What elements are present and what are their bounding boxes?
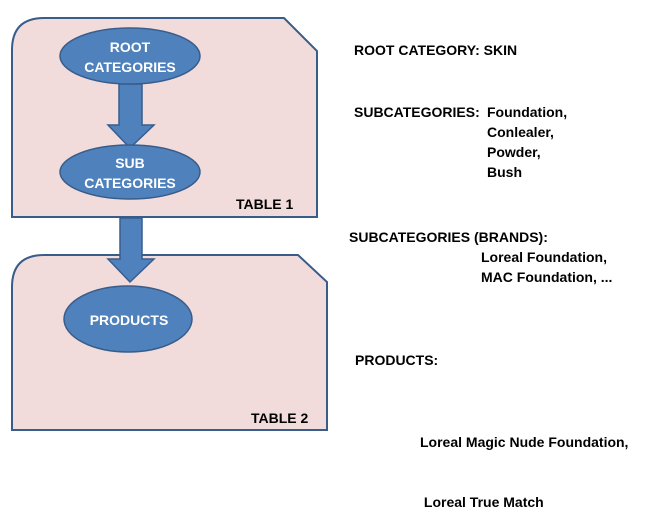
arrow-root-to-sub: [106, 83, 156, 150]
subcategory-item: Conlealer,: [487, 124, 554, 140]
brand-item: Loreal Foundation,: [481, 249, 607, 265]
root-categories-line2: CATEGORIES: [84, 59, 176, 75]
arrow-sub-to-products: [106, 217, 156, 284]
flow-diagram: ROOT CATEGORIES SUB CATEGORIES PRODUCTS …: [11, 17, 328, 431]
brands-label: SUBCATEGORIES (BRANDS):: [349, 229, 548, 245]
subcategory-item: Bush: [487, 164, 522, 180]
products-label: PRODUCTS:: [355, 352, 439, 368]
products-list: Loreal Magic Nude Foundation, Loreal Tru…: [420, 392, 628, 532]
brand-item: MAC Foundation, ...: [481, 269, 613, 285]
products-node-label: PRODUCTS: [90, 312, 169, 328]
products-node: PRODUCTS: [63, 285, 193, 353]
subcategory-item: Foundation,: [487, 104, 568, 120]
product-item: Loreal True Match: [420, 494, 544, 510]
root-categories-line1: ROOT: [110, 39, 151, 55]
table-2-label: TABLE 2: [251, 410, 309, 426]
sub-categories-line1: SUB: [115, 155, 145, 171]
sub-categories-node: SUB CATEGORIES: [59, 144, 201, 200]
subcategory-item: Powder,: [487, 144, 541, 160]
sub-categories-line2: CATEGORIES: [84, 175, 176, 191]
product-item: Loreal Magic Nude Foundation,: [420, 434, 629, 450]
subcategories-label: SUBCATEGORIES:: [354, 104, 480, 120]
subcategories-list: Foundation, Conlealer, Powder, Bush: [487, 102, 567, 182]
root-category-note: ROOT CATEGORY: SKIN: [354, 42, 518, 58]
table-1-label: TABLE 1: [236, 196, 294, 212]
root-categories-node: ROOT CATEGORIES: [59, 27, 201, 85]
brands-list: Loreal Foundation, MAC Foundation, ...: [481, 247, 612, 287]
